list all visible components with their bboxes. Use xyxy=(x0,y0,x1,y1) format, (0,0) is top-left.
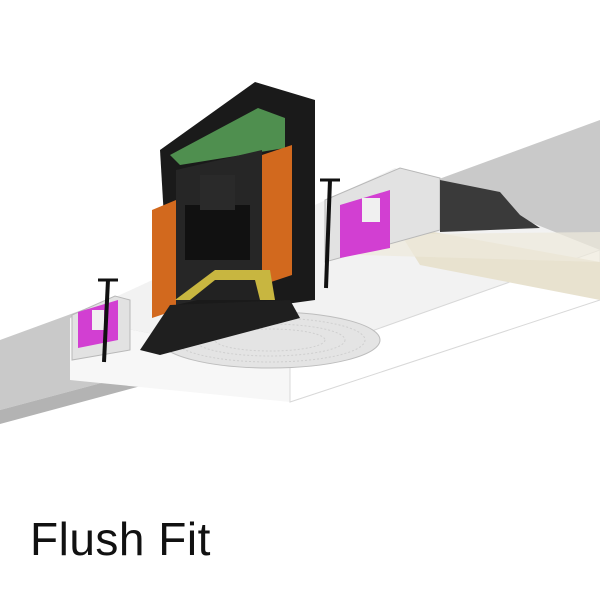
speaker-enclosure xyxy=(152,82,315,320)
speaker-grille xyxy=(140,300,381,369)
left-screw xyxy=(98,278,118,363)
caption: Flush Fit xyxy=(30,513,211,565)
right-screw xyxy=(320,178,340,289)
left-clamp xyxy=(71,295,131,361)
right-clamp xyxy=(324,167,540,263)
